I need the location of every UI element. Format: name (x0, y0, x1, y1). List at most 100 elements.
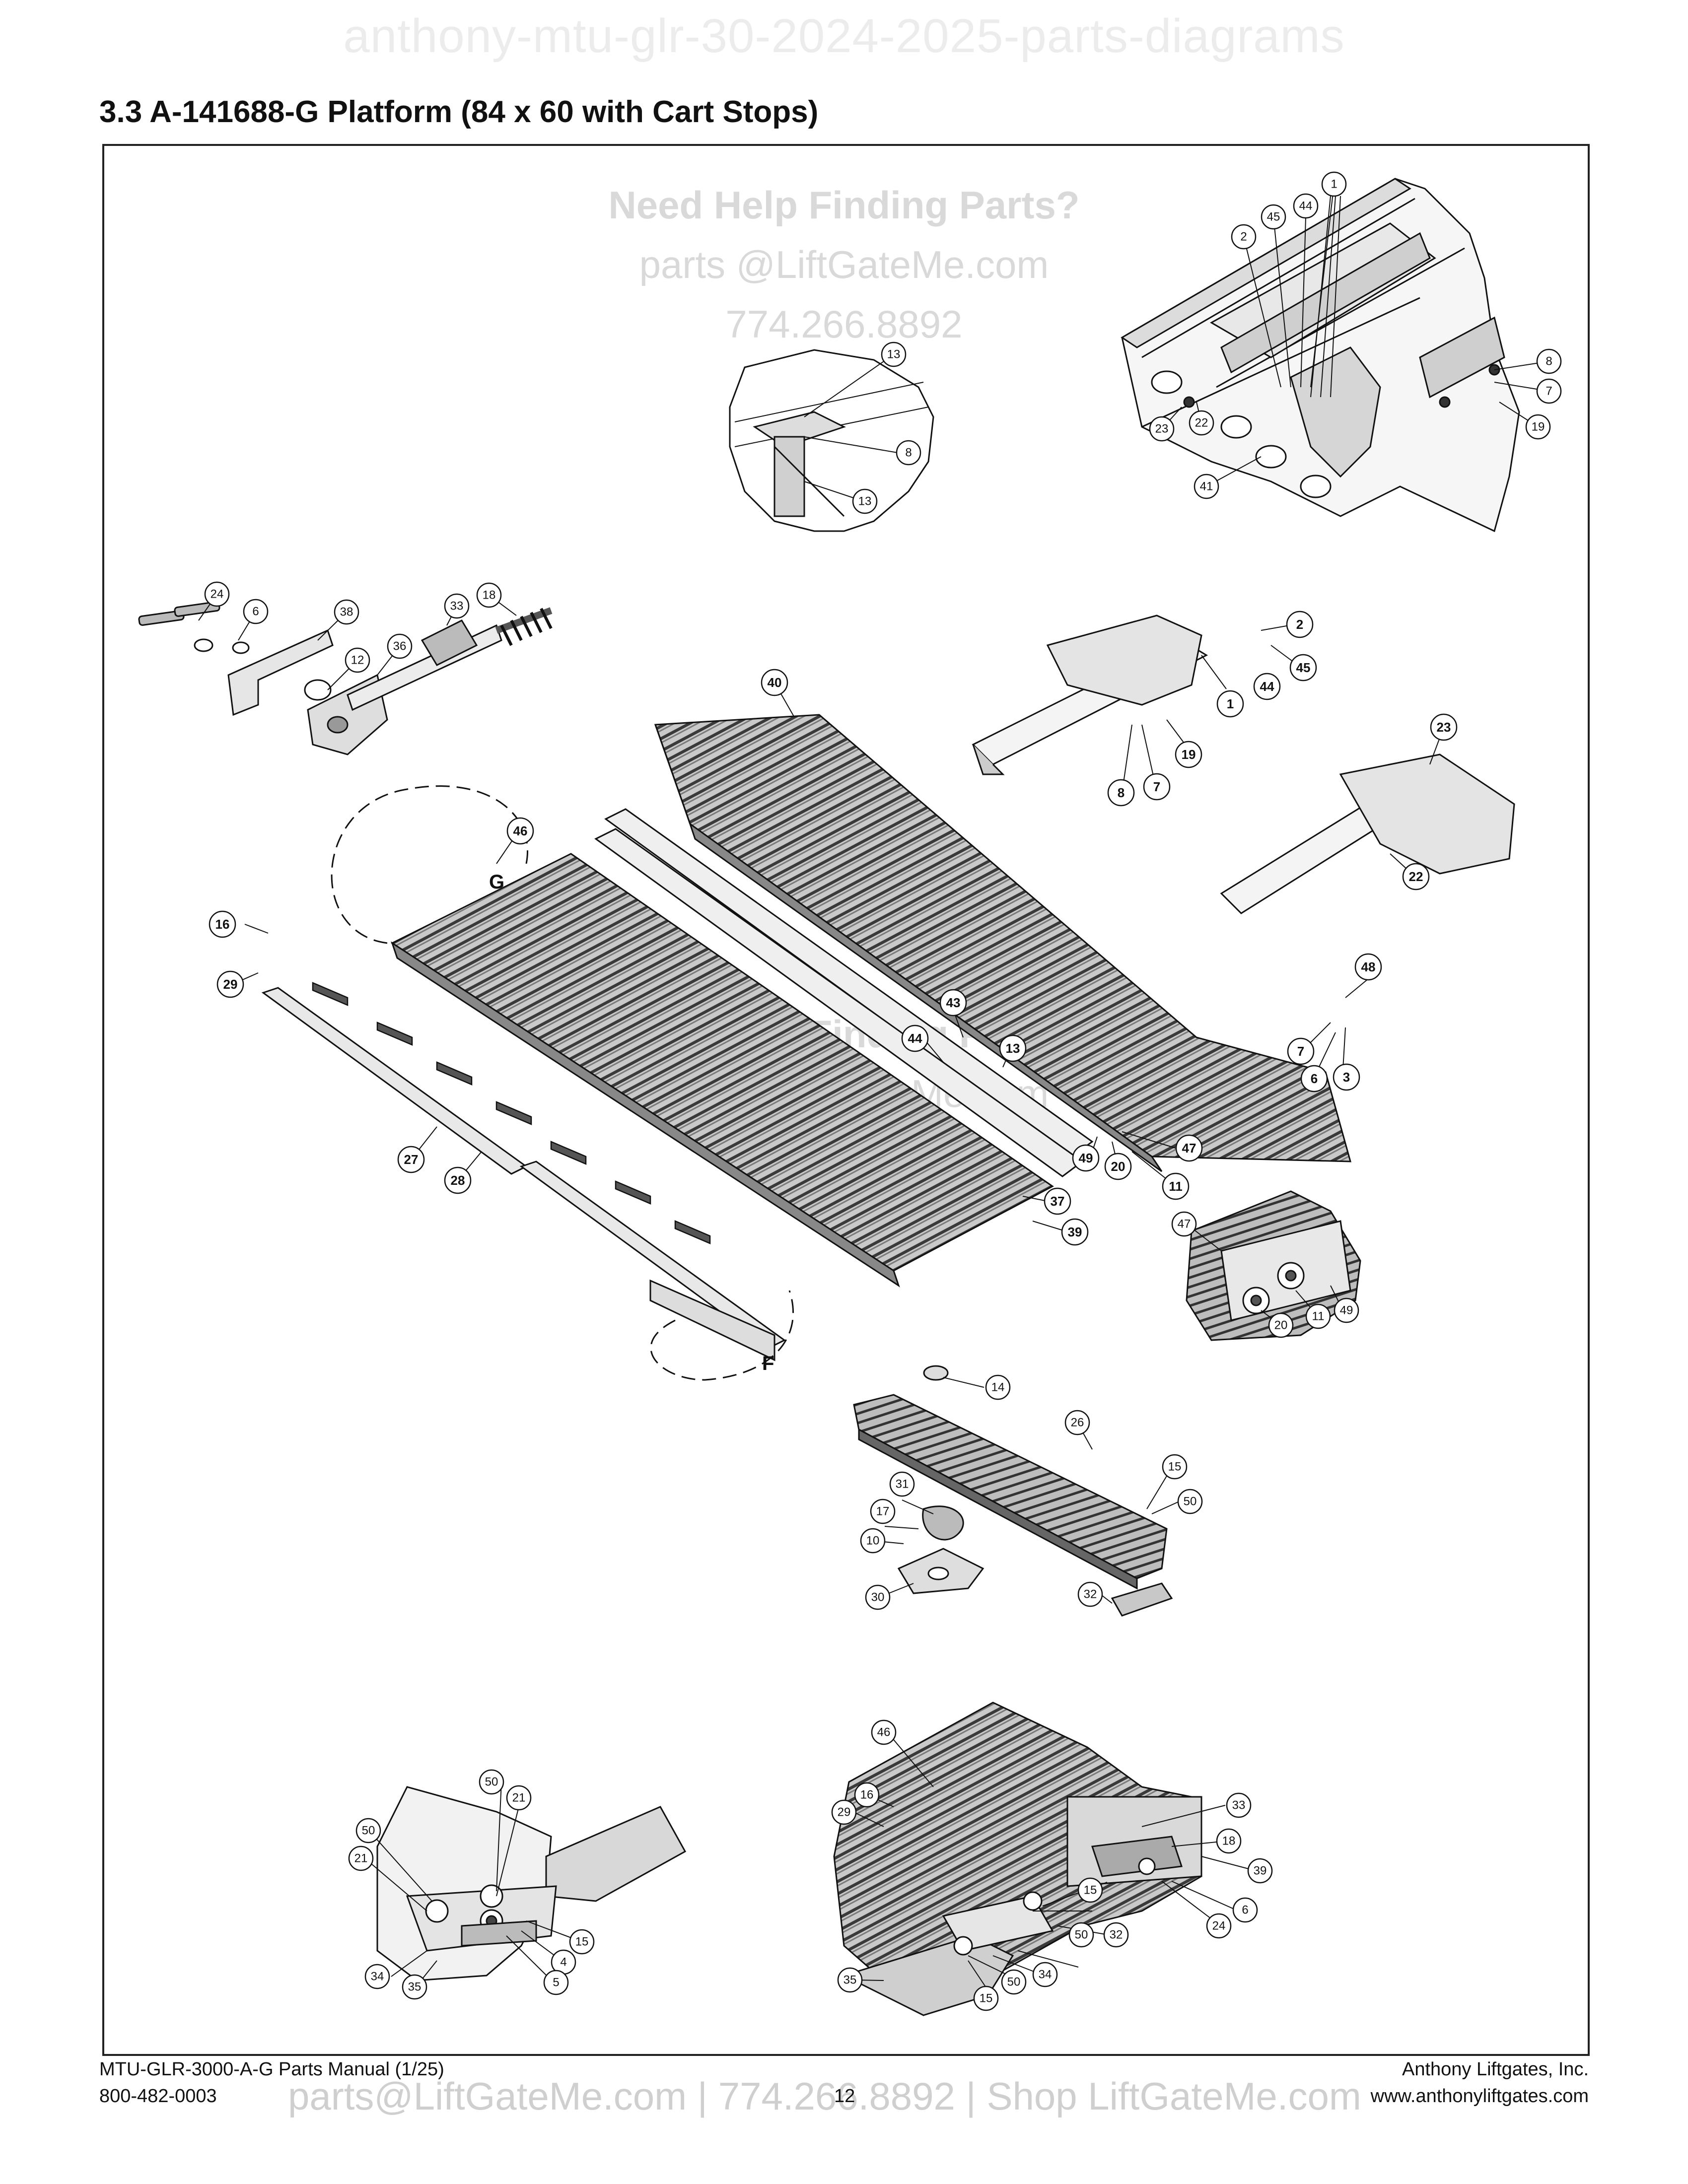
svg-text:22: 22 (1195, 416, 1208, 430)
svg-text:6: 6 (1311, 1071, 1318, 1086)
callout-main-7: 7 (1143, 773, 1171, 801)
callout-main-13: 13 (999, 1034, 1027, 1062)
svg-text:19: 19 (1182, 747, 1196, 762)
svg-text:27: 27 (404, 1152, 419, 1167)
svg-text:50: 50 (1075, 1928, 1088, 1942)
callout-main-46: 46 (506, 817, 534, 845)
callout-top-right-1: 1 (1321, 171, 1347, 197)
bottom-right-detail (833, 1702, 1202, 2016)
view-label-g: G (489, 871, 504, 893)
svg-text:26: 26 (1071, 1416, 1084, 1430)
svg-text:7: 7 (1546, 385, 1552, 398)
callout-main-20: 20 (1104, 1153, 1132, 1180)
side-rails (261, 987, 786, 1362)
svg-text:2: 2 (1240, 230, 1247, 244)
svg-text:49: 49 (1079, 1151, 1093, 1165)
callout-main-1: 1 (1216, 690, 1244, 718)
svg-text:18: 18 (1222, 1835, 1236, 1848)
svg-text:48: 48 (1361, 959, 1376, 974)
callout-hinge-18: 18 (476, 582, 502, 608)
svg-text:1: 1 (1227, 696, 1234, 711)
callout-main-3: 3 (1333, 1063, 1360, 1091)
svg-text:1: 1 (1331, 178, 1337, 191)
footer-phone: 800-482-0003 (99, 2086, 217, 2107)
svg-text:4: 4 (560, 1956, 566, 1969)
svg-text:47: 47 (1178, 1218, 1191, 1231)
svg-text:37: 37 (1051, 1194, 1065, 1209)
callout-main-22: 22 (1402, 863, 1430, 890)
callout-br-29: 29 (831, 1799, 857, 1825)
svg-text:32: 32 (1110, 1928, 1123, 1942)
svg-text:6: 6 (1242, 1904, 1248, 1917)
svg-text:35: 35 (844, 1974, 857, 1987)
callout-main-2: 2 (1286, 611, 1314, 638)
callout-main-44b: 44 (901, 1024, 929, 1052)
detail-circles (331, 785, 794, 1381)
page-title: 3.3 A-141688-G Platform (84 x 60 with Ca… (99, 95, 819, 129)
view-label-f: F (762, 1353, 774, 1374)
pin-detail (1186, 1190, 1361, 1341)
callout-top-right-7: 7 (1536, 378, 1562, 404)
callout-hinge-24: 24 (204, 581, 230, 607)
callout-bl-21a: 21 (506, 1785, 532, 1811)
svg-text:19: 19 (1532, 420, 1545, 434)
svg-text:15: 15 (1168, 1460, 1182, 1474)
svg-text:32: 32 (1084, 1588, 1097, 1601)
center-watermark-top: Need Help Finding Parts? parts @LiftGate… (608, 183, 1079, 346)
svg-text:13: 13 (858, 495, 872, 508)
svg-text:8: 8 (1546, 355, 1552, 368)
svg-text:16: 16 (215, 917, 230, 932)
svg-text:38: 38 (340, 606, 353, 619)
footer-website[interactable]: www.anthonyliftgates.com (1370, 2086, 1589, 2107)
svg-text:44: 44 (1260, 679, 1274, 694)
svg-text:15: 15 (980, 1992, 993, 2005)
callout-main-29: 29 (216, 970, 244, 998)
svg-text:7: 7 (1297, 1044, 1304, 1059)
callout-main-28: 28 (444, 1166, 472, 1194)
svg-text:39: 39 (1068, 1225, 1082, 1239)
cart-stop-assembly (853, 1365, 1173, 1617)
footer-page-number: 12 (834, 2086, 855, 2107)
callout-hinge-12: 12 (345, 647, 370, 673)
svg-text:29: 29 (838, 1806, 851, 1819)
callout-main-48: 48 (1354, 953, 1382, 981)
svg-text:50: 50 (1007, 1976, 1021, 1989)
svg-text:2: 2 (1296, 617, 1303, 632)
callout-main-39: 39 (1061, 1218, 1089, 1246)
svg-text:13: 13 (1006, 1041, 1020, 1056)
callout-cart-14: 14 (985, 1374, 1011, 1400)
svg-text:44: 44 (1299, 200, 1313, 213)
callout-main-44: 44 (1253, 673, 1281, 700)
callout-bl-50a: 50 (479, 1769, 504, 1795)
callout-detail-8: 8 (896, 440, 921, 466)
svg-text:40: 40 (768, 675, 782, 690)
callout-br-24: 24 (1206, 1913, 1232, 1939)
svg-text:41: 41 (1200, 480, 1213, 493)
callout-cart-50: 50 (1177, 1489, 1203, 1514)
svg-text:30: 30 (871, 1591, 885, 1604)
callout-br-15b: 15 (973, 1985, 999, 2011)
callout-cart-17: 17 (870, 1499, 896, 1524)
main-platform (654, 714, 1351, 1172)
callout-detail-13: 13 (881, 341, 907, 367)
callout-top-right-2: 2 (1231, 224, 1257, 250)
diagram-frame (102, 144, 1590, 2056)
callout-br-32: 32 (1103, 1922, 1129, 1948)
callout-main-40: 40 (761, 669, 788, 696)
svg-text:50: 50 (362, 1824, 375, 1838)
callout-top-right-22: 22 (1189, 410, 1214, 436)
rear-deck-panel (390, 853, 1054, 1288)
svg-text:31: 31 (896, 1478, 909, 1491)
callout-hinge-38: 38 (334, 599, 359, 625)
footer-watermark: parts@LiftGateMe.com | 774.266.8892 | Sh… (288, 2074, 1361, 2118)
callout-cart-10: 10 (860, 1528, 886, 1554)
callout-top-right-44: 44 (1293, 193, 1319, 219)
svg-text:43: 43 (946, 995, 961, 1010)
svg-text:46: 46 (513, 823, 528, 838)
svg-text:33: 33 (1232, 1799, 1246, 1812)
callout-top-right-23: 23 (1149, 416, 1175, 442)
callout-top-right-8: 8 (1536, 348, 1562, 374)
callout-cart-30: 30 (865, 1584, 891, 1610)
callout-cart-15: 15 (1162, 1454, 1188, 1480)
